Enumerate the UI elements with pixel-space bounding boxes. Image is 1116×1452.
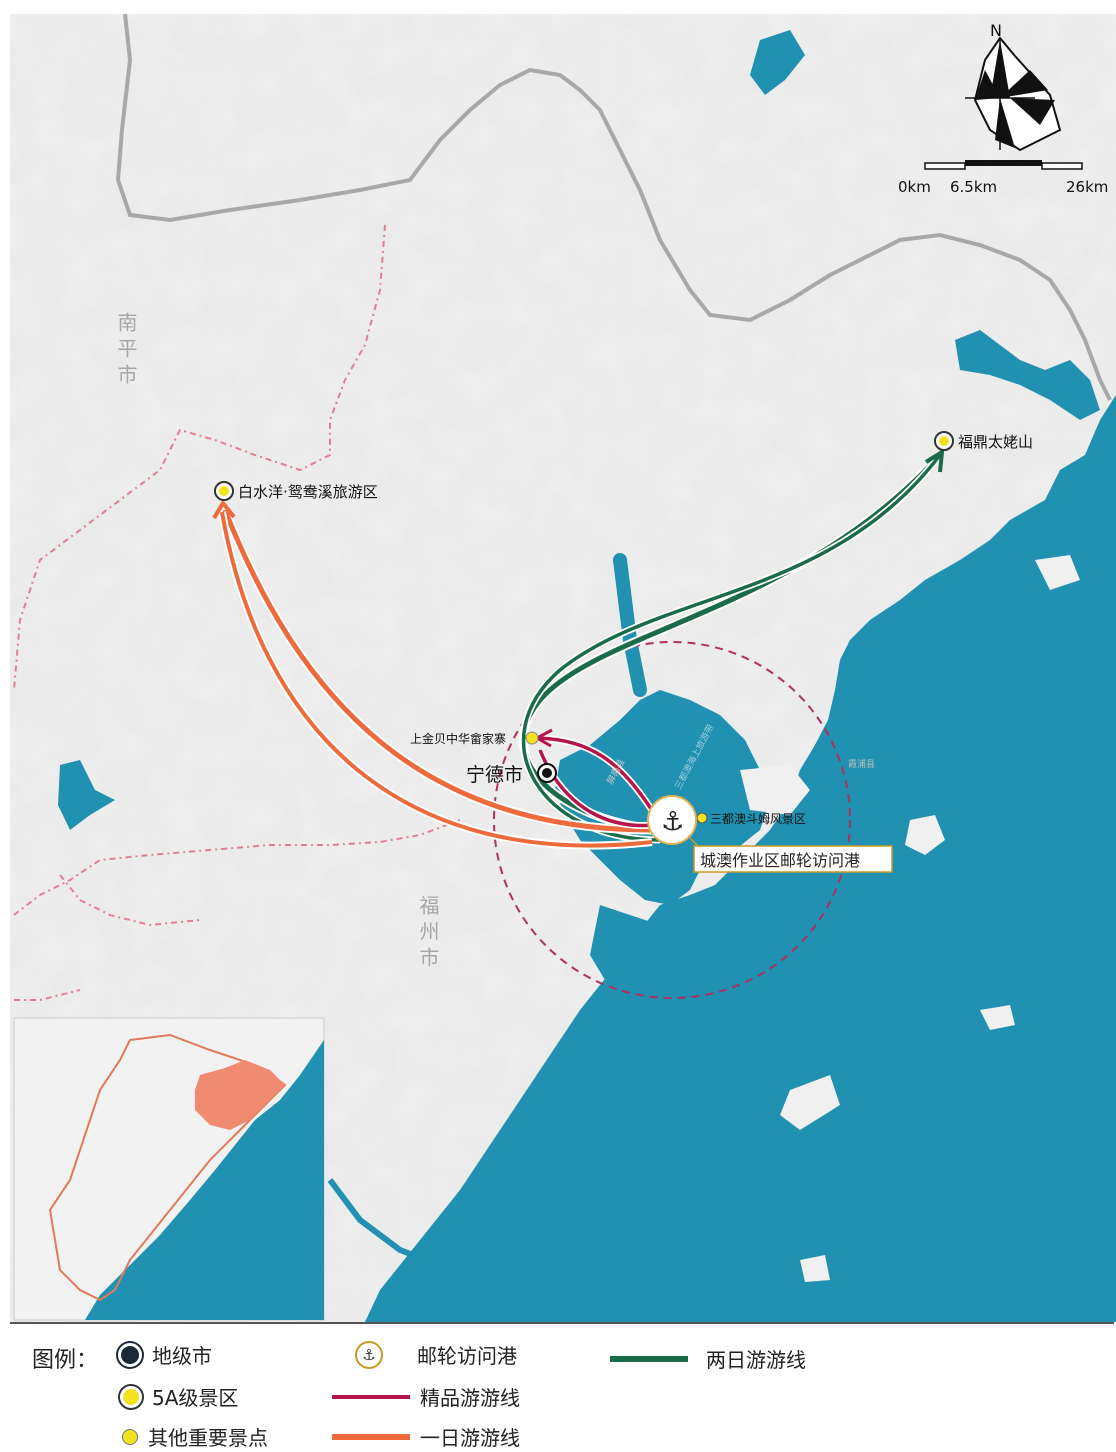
scale-label-0: 0km (898, 178, 931, 196)
spot-marker-sandu: 三都澳斗姆风景区 (696, 812, 806, 826)
compass-north-label: N (990, 21, 1002, 40)
inset-sea (85, 1040, 324, 1320)
bay-channel (613, 553, 647, 697)
lake (750, 30, 805, 95)
city-dot-icon (118, 1342, 142, 1367)
label-shangjinbei: 上金贝中华畲家寨 (410, 731, 506, 746)
city-boundary (13, 819, 461, 916)
legend-label: 两日游游线 (706, 1348, 806, 1372)
ne-inlet (955, 330, 1100, 420)
city-boundary (14, 989, 81, 1001)
two-day-route-arrow (924, 448, 945, 473)
scale-bar: 0km 6.5km 26km (898, 160, 1108, 196)
legend-label: 邮轮访问港 (417, 1344, 517, 1368)
city-marker-ningde: 宁德市 (466, 763, 557, 786)
anchor-icon: ⚓ (355, 1340, 383, 1369)
buffer-circle (493, 641, 851, 999)
island (740, 765, 810, 815)
legend-label: 一日游游线 (420, 1426, 520, 1450)
region-label-nanping: 南平市 (114, 312, 138, 390)
province-boundary (115, 13, 1112, 401)
one-day-route (220, 511, 653, 848)
inset-map (13, 1017, 325, 1321)
5a-marker-taimushan: 福鼎太姥山 (934, 431, 1033, 451)
port-label: 城澳作业区邮轮访问港 (700, 851, 860, 870)
two-day-line-icon (610, 1355, 688, 1362)
scale-label-mid: 6.5km (950, 178, 997, 196)
one-day-route (222, 509, 653, 833)
5a-dot-icon (120, 1385, 142, 1408)
spot-dot-icon (122, 1428, 138, 1445)
island (1035, 555, 1080, 590)
label-ningde: 宁德市 (466, 764, 523, 786)
island (905, 815, 945, 855)
spot-marker-shangjinbei: 上金贝中华畲家寨 (410, 731, 539, 746)
island (800, 1255, 830, 1282)
legend-item-one-day: 一日游游线 (332, 1422, 520, 1451)
compass: N (965, 21, 1062, 152)
two-day-route (521, 453, 942, 842)
city-boundary (13, 224, 386, 691)
legend-title: 图例： (32, 1348, 99, 1373)
legend-label: 5A级景区 (152, 1386, 239, 1410)
legend-item-two-day: 两日游游线 (610, 1344, 806, 1373)
legend-item-5a: 5A级景区 (120, 1382, 238, 1411)
map-canvas: N 0km 6.5km 26km 南平市 福州市 屏南县 霞浦县 三都澳海上旅游… (10, 13, 1116, 1322)
one-day-line-icon (332, 1433, 410, 1440)
label-taimushan: 福鼎太姥山 (958, 433, 1033, 451)
region-label-xiapu: 霞浦县 (848, 758, 875, 770)
label-sandu: 三都澳斗姆风景区 (710, 812, 806, 826)
island (980, 1005, 1015, 1030)
anchor-icon: ⚓ (661, 807, 684, 837)
island (780, 1075, 840, 1130)
region-label-fuzhou: 福州市 (416, 895, 440, 973)
region-char: 福州市 (416, 895, 440, 973)
legend-label: 精品游游线 (420, 1386, 520, 1410)
inset-ningde-highlight (195, 1060, 285, 1130)
scale-label-max: 26km (1066, 178, 1108, 196)
cruise-port-marker: ⚓ 城澳作业区邮轮访问港 (647, 795, 893, 873)
one-day-route-arrow (212, 499, 236, 520)
5a-marker-baishuiyang: 白水洋·鸳鸯溪旅游区 (214, 481, 378, 501)
legend-item-spot: 其他重要景点 (122, 1422, 268, 1451)
lake (58, 760, 115, 830)
boutique-line-icon (332, 1394, 410, 1399)
legend: 图例： 地级市 5A级景区 其他重要景点 ⚓ 邮轮访问港 精品游游线 一日游游线… (10, 1322, 1114, 1452)
west-bay (590, 905, 700, 1005)
sea-area (365, 395, 1116, 1322)
label-baishuiyang: 白水洋·鸳鸯溪旅游区 (238, 483, 378, 501)
region-char: 南平市 (114, 312, 138, 390)
legend-item-city: 地级市 (118, 1340, 212, 1369)
legend-item-port: ⚓ 邮轮访问港 (355, 1340, 517, 1369)
legend-label: 其他重要景点 (148, 1426, 268, 1450)
river (327, 1178, 481, 1278)
legend-item-boutique: 精品游游线 (332, 1382, 520, 1411)
boutique-route (537, 736, 657, 816)
legend-label: 地级市 (152, 1344, 212, 1368)
city-boundary (59, 874, 201, 927)
